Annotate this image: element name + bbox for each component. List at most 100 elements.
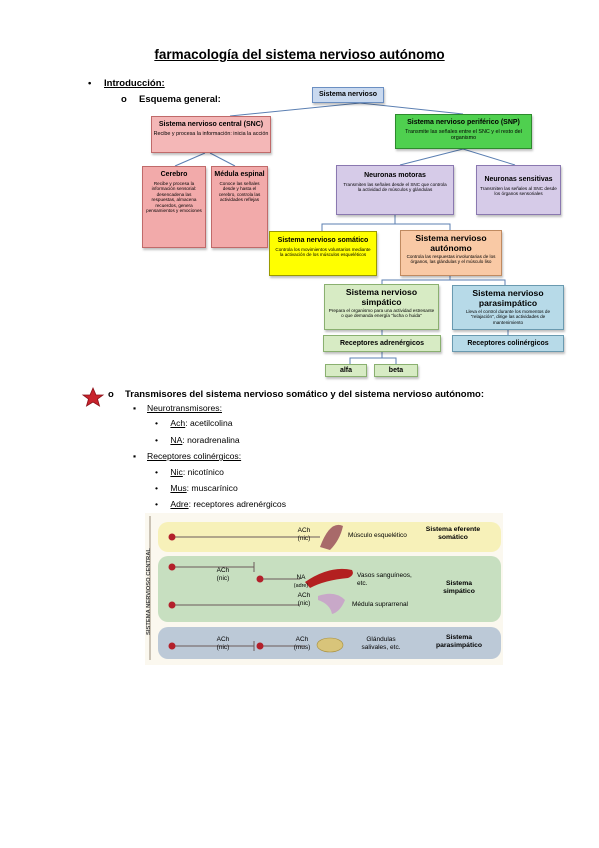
list-abbr: Mus <box>170 483 187 493</box>
symp-ach-2: ACh(nic) <box>294 592 314 608</box>
connector-motoras-autonomo <box>395 223 451 230</box>
box-neuronas-sensitivas: Neuronas sensitivas Transmiten las señal… <box>476 165 561 215</box>
recep-bullet: ▪ <box>133 451 137 461</box>
list-bullet: • <box>155 483 159 493</box>
para-target: Glándulas salivales, etc. <box>361 636 401 651</box>
box-receptores-colinergicos-title: Receptores colinérgicos <box>467 340 549 347</box>
box-snc-title: Sistema nervioso central (SNC) <box>158 121 264 128</box>
box-autonomo-desc: Controla las respuestas involuntarias de… <box>406 254 496 265</box>
list-bullet: • <box>155 467 159 477</box>
nic-label: (nic) <box>297 535 311 542</box>
transmisores-bullet: o <box>108 389 114 400</box>
neuron-body <box>256 642 264 650</box>
box-medula-desc: Conoce las señales desde y hasta el cere… <box>218 181 261 203</box>
list-item-adre: • Adre: receptores adrenérgicos <box>155 498 286 511</box>
ach-label: ACh <box>295 636 309 643</box>
connector-snc-medula <box>209 152 236 167</box>
para-ach-2: ACh(mus) <box>290 636 314 652</box>
box-parasimpatico-desc: Lleva el control durante los momentos de… <box>465 309 550 325</box>
box-beta-title: beta <box>388 367 404 374</box>
list-abbr: NA <box>170 435 183 445</box>
box-cerebro: Cerebro Recibe y procesa la información … <box>142 166 206 248</box>
box-autonomo-title: Sistema nervioso autónomo <box>415 233 487 253</box>
list-item-mus: • Mus: muscarínico <box>155 482 238 495</box>
ach-label: ACh <box>297 592 311 599</box>
box-somatico: Sistema nervioso somático Controla los m… <box>269 231 377 276</box>
neuron-body <box>168 563 176 571</box>
ach-label: ACh <box>216 567 230 574</box>
ach-label: ACh <box>216 636 230 643</box>
somatic-target: Músculo esquelético <box>348 532 407 539</box>
box-alfa: alfa <box>325 364 367 377</box>
ach-label: ACh <box>297 527 311 534</box>
blood-vessel-icon <box>305 568 353 588</box>
list-text: : receptores adrenérgicos <box>188 499 287 509</box>
para-ach-1: ACh(nic) <box>211 636 235 652</box>
box-snc: Sistema nervioso central (SNC) Recibe y … <box>151 116 271 153</box>
recep-heading: Receptores colinérgicos: <box>147 451 242 461</box>
neuro-heading: Neurotransmisores: <box>147 403 222 413</box>
box-cerebro-title: Cerebro <box>160 171 188 178</box>
nic-label: (nic) <box>216 575 230 582</box>
transmisores-heading: Transmisores del sistema nervioso somáti… <box>125 389 485 400</box>
box-snp-title: Sistema nervioso periférico (SNP) <box>407 119 520 126</box>
list-bullet: • <box>155 499 159 509</box>
bullet-dot: • <box>88 78 92 89</box>
box-parasimpatico: Sistema nervioso parasimpático Lleva el … <box>452 285 564 330</box>
connector-autonomo-parasimpatico <box>450 279 506 285</box>
connector-motoras-somatico <box>321 215 396 231</box>
list-text: : muscarínico <box>186 483 238 493</box>
box-neuronas-sensitivas-title: Neuronas sensitivas <box>484 176 553 183</box>
para-name: Sistema parasimpático <box>435 634 483 649</box>
box-alfa-title: alfa <box>339 367 353 374</box>
box-simpatico: Sistema nervioso simpático Prepara el or… <box>324 284 439 330</box>
box-snc-desc: Recibe y procesa la información: inicia … <box>153 131 269 137</box>
connector-snp-sensitivas <box>462 148 516 166</box>
connector-snc-cerebro <box>174 152 206 167</box>
somatic-name: Sistema eferente somático <box>425 526 481 541</box>
scheme-heading: Esquema general: <box>139 94 221 105</box>
list-text: : noradrenalina <box>182 435 240 445</box>
list-abbr: Adre <box>170 499 189 509</box>
box-medula-title: Médula espinal <box>214 171 265 178</box>
box-neuronas-motoras-title: Neuronas motoras <box>364 172 426 179</box>
connector-adrenergicos-beta <box>382 357 397 364</box>
connector-adrenergicos-alfa <box>349 352 383 364</box>
list-item-na: • NA: noradrenalina <box>155 434 240 447</box>
box-receptores-adrenergicos-title: Receptores adrenérgicos <box>339 340 425 347</box>
box-receptores-adrenergicos: Receptores adrenérgicos <box>323 335 441 352</box>
box-neuronas-motoras-desc: Transmiten las señales desde el SNC que … <box>343 182 447 193</box>
sub-bullet: o <box>121 94 127 105</box>
box-cerebro-desc: Recibe y procesa la información sensoria… <box>146 181 202 214</box>
box-medula: Médula espinal Conoce las señales desde … <box>211 166 268 248</box>
symp-na: NA (adre) <box>290 574 312 590</box>
box-receptores-colinergicos: Receptores colinérgicos <box>452 335 564 352</box>
somatic-ach: ACh(nic) <box>294 527 314 543</box>
list-abbr: Nic <box>170 467 183 477</box>
list-text: : nicotínico <box>182 467 224 477</box>
adre-label: (adre) <box>293 583 309 589</box>
box-snp-desc: Transmite las señales entre el SNC y el … <box>405 129 522 141</box>
connector-sn-snp <box>359 102 464 115</box>
box-sistema-nervioso-title: Sistema nervioso <box>319 91 377 98</box>
box-beta: beta <box>374 364 418 377</box>
symp-ach-1: ACh(nic) <box>211 567 235 583</box>
box-neuronas-motoras: Neuronas motoras Transmiten las señales … <box>336 165 454 215</box>
box-somatico-title: Sistema nervioso somático <box>277 237 369 244</box>
box-autonomo: Sistema nervioso autónomo Controla las r… <box>400 230 502 276</box>
intro-heading: Introducción: <box>104 78 165 89</box>
na-label: NA <box>296 574 306 581</box>
list-bullet: • <box>155 418 159 428</box>
cns-label: SISTEMA NERVIOSO CENTRAL <box>146 548 152 636</box>
neuron-body <box>168 642 176 650</box>
box-somatico-desc: Controla los movimientos voluntarios med… <box>275 247 371 258</box>
list-item-nic: • Nic: nicotínico <box>155 466 224 479</box>
neuron-body <box>168 601 176 609</box>
connector-autonomo-simpatico <box>381 276 451 284</box>
neuron-body <box>256 575 264 583</box>
connector-snp-motoras <box>399 148 464 166</box>
box-snp: Sistema nervioso periférico (SNP) Transm… <box>395 114 532 149</box>
box-simpatico-desc: Prepara el organismo para una actividad … <box>328 308 435 319</box>
